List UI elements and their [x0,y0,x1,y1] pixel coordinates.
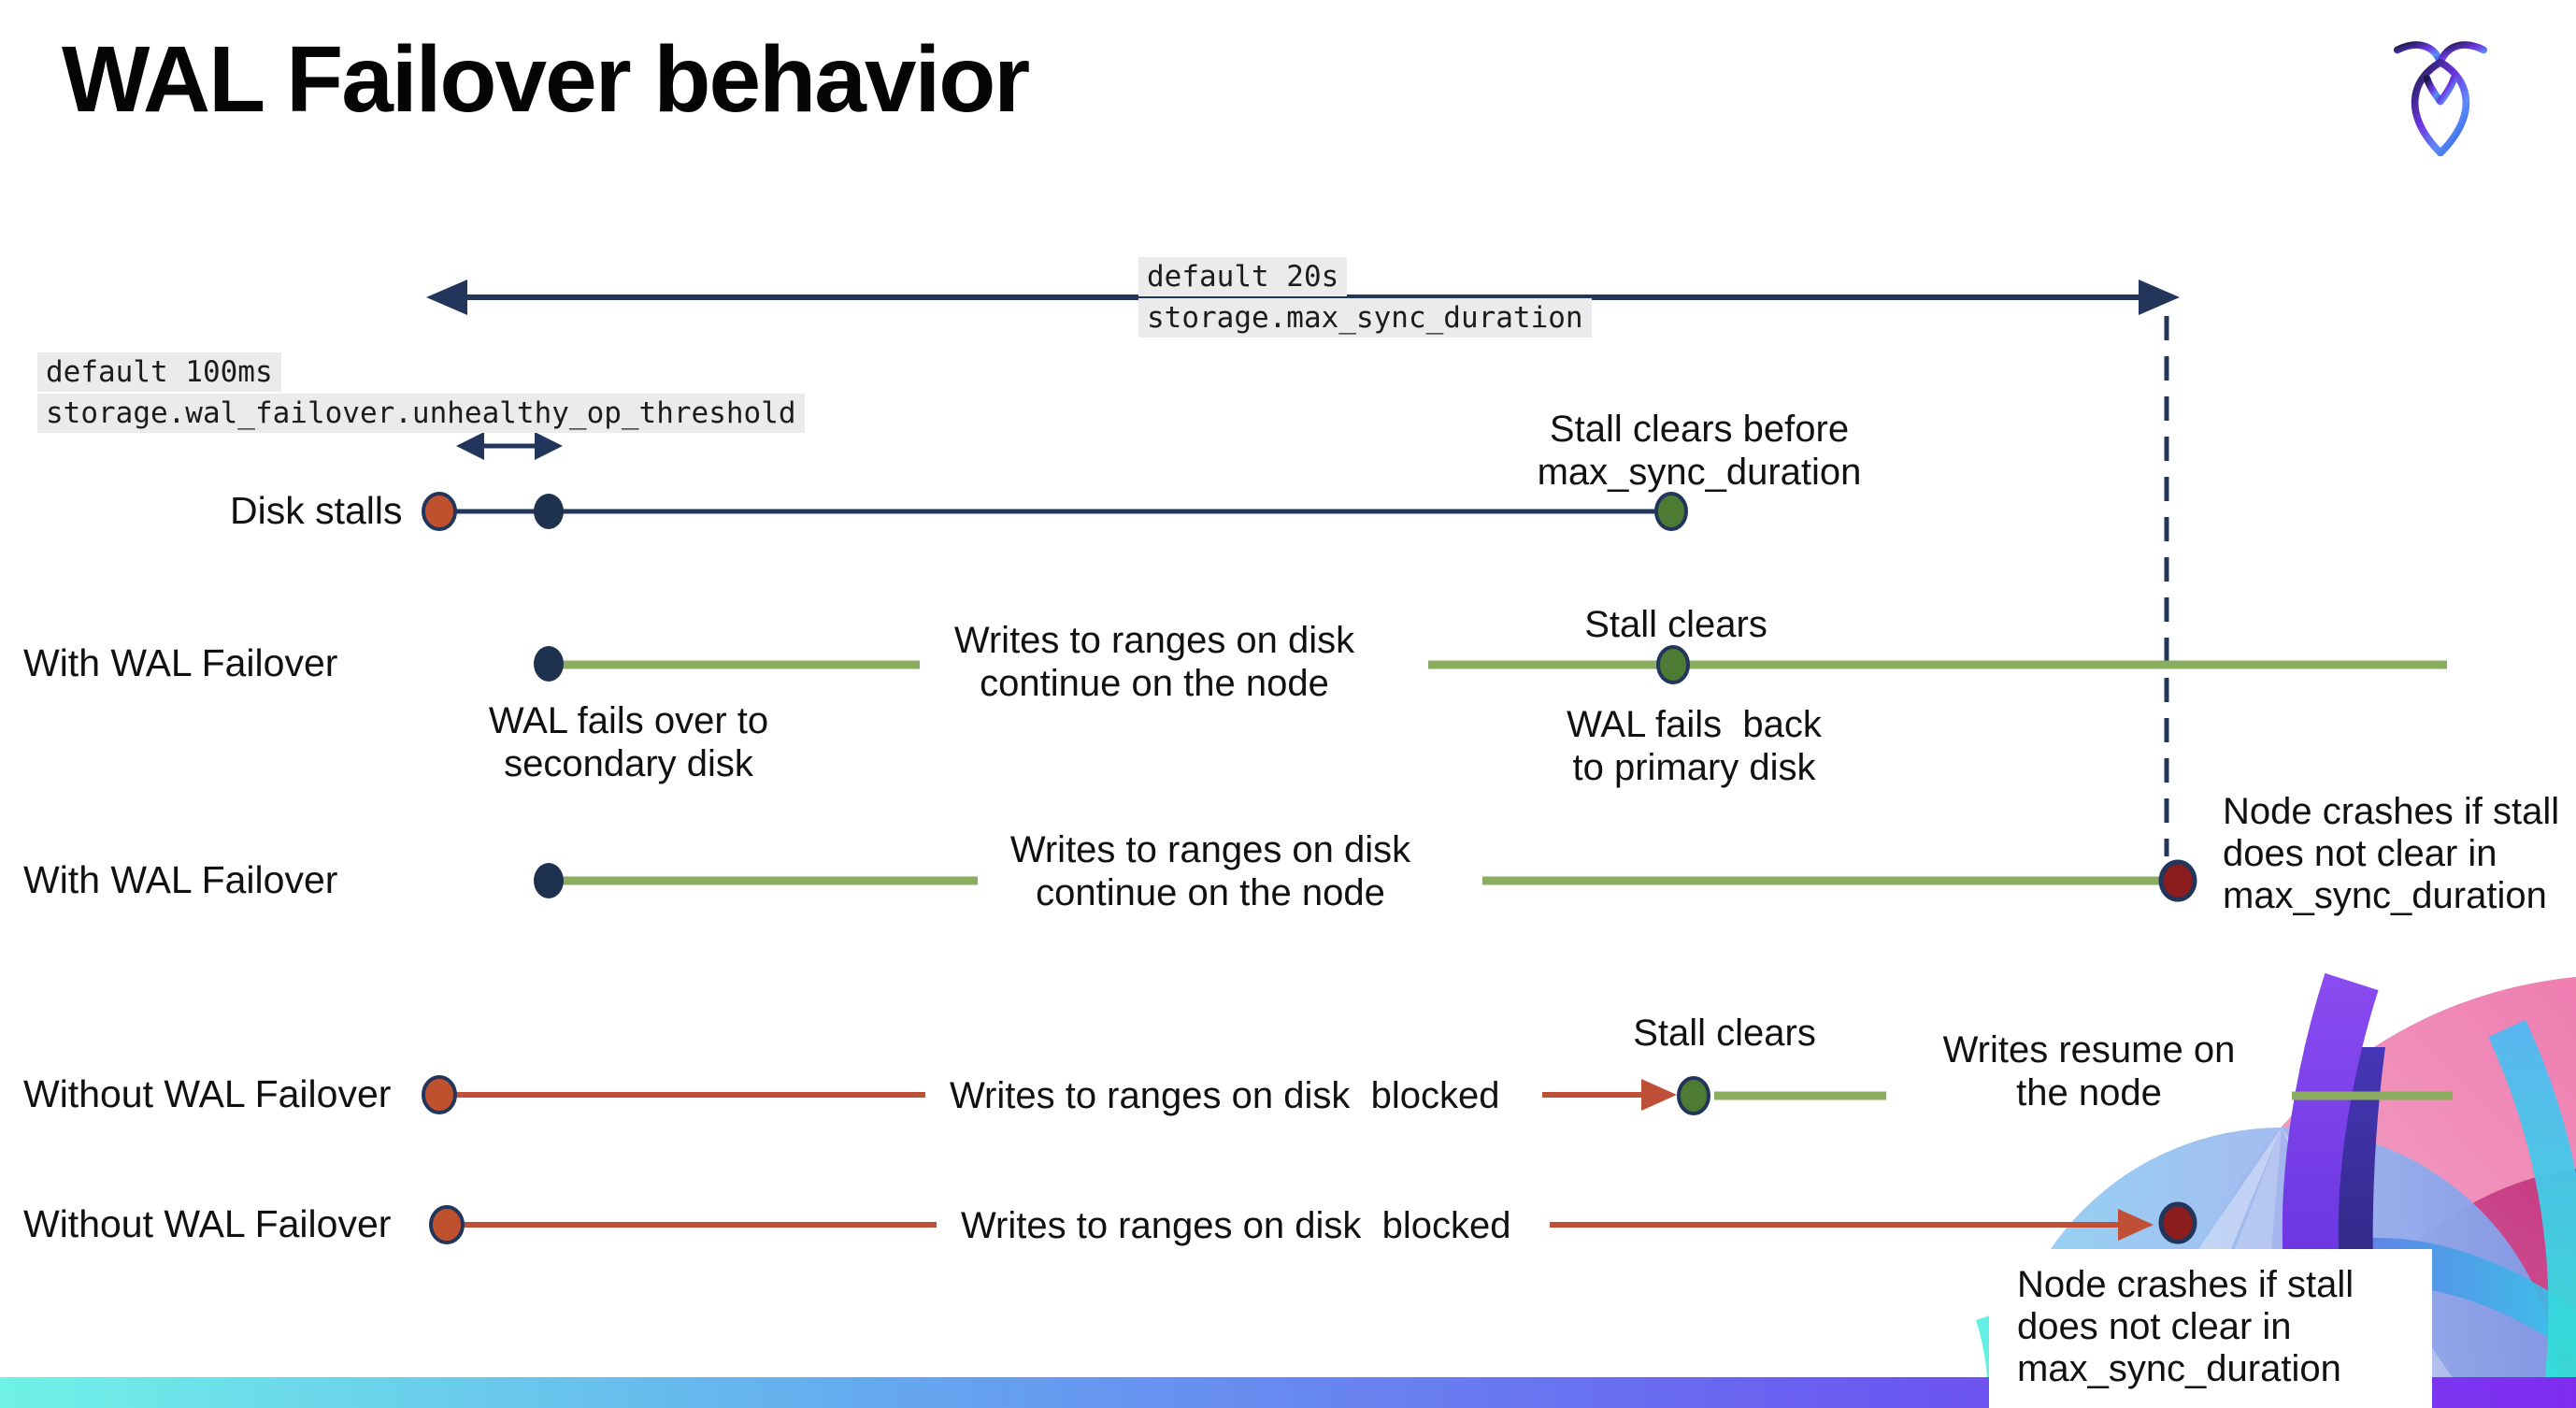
stall-clears-callout-r4: Stall clears [1633,1013,1816,1054]
threshold-default-label: default 100ms [37,352,281,392]
node-crashes-callout-r3: Node crashes if stall does not clear in … [2223,791,2560,916]
max-sync-default-label: default 20s [1138,257,1348,296]
writes-resume-callout: Writes resume on the node [1942,1029,2236,1113]
row3-crash-dot [2158,859,2197,902]
row2-label: With WAL Failover [23,641,338,684]
wal-fails-back-callout: WAL fails back to primary disk [1567,704,1822,788]
row3-label: With WAL Failover [23,858,338,901]
row1-stall-start-dot [422,492,457,531]
row3-failover-dot [534,863,564,898]
row4-red-arrowhead-icon [1641,1079,1677,1111]
cockroachdb-logo-icon [2393,41,2488,156]
node-crashes-callout-r5: Node crashes if stall does not clear in … [2017,1264,2354,1389]
row5-red-arrowhead-icon [2118,1209,2154,1241]
arrow-right-icon [535,432,563,460]
max-sync-name-label: storage.max_sync_duration [1138,298,1592,338]
art-cyan-arc [2488,1019,2576,1408]
row2-stall-clears-dot [1656,645,1690,684]
row4-stall-start-dot [422,1075,457,1114]
row5-stall-start-dot [429,1205,465,1244]
wal-fails-over-callout: WAL fails over to secondary disk [488,700,769,784]
stall-clears-callout-r2: Stall clears [1584,604,1767,645]
row4-label: Without WAL Failover [23,1072,392,1115]
row1-stall-clears-dot [1654,492,1688,531]
writes-continue-callout-r3: Writes to ranges on disk continue on the… [1009,829,1411,913]
stall-clears-before-callout: Stall clears before max_sync_duration [1537,409,1862,493]
arrow-right-icon [2139,280,2180,315]
arrow-left-icon [456,432,484,460]
writes-blocked-callout-r5: Writes to ranges on disk blocked [961,1205,1511,1246]
row2-failover-dot [534,646,564,682]
arrow-left-icon [426,280,467,315]
row5-label: Without WAL Failover [23,1202,392,1245]
row4-stall-clears-dot [1677,1076,1710,1115]
row1-label: Disk stalls [230,489,403,532]
writes-blocked-callout-r4: Writes to ranges on disk blocked [950,1075,1500,1116]
node-crashes-callout-box: Node crashes if stall does not clear in … [1989,1249,2432,1408]
page-title: WAL Failover behavior [62,27,1030,132]
row5-crash-dot [2158,1201,2197,1244]
writes-continue-callout-r2: Writes to ranges on disk continue on the… [953,620,1355,704]
threshold-name-label: storage.wal_failover.unhealthy_op_thresh… [37,394,805,433]
row1-failover-dot [534,494,564,529]
